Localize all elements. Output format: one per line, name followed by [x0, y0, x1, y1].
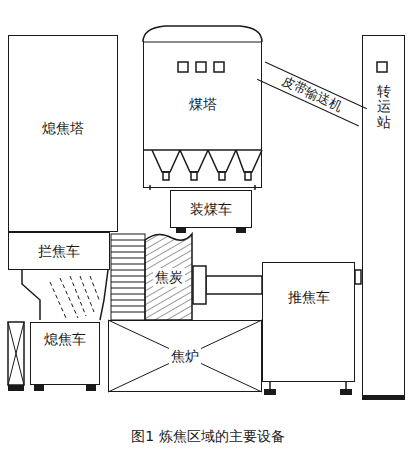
node-label: 煤塔 [189, 96, 217, 113]
node-label: 推焦车 [288, 289, 330, 306]
node-label: 焦炉 [169, 347, 201, 366]
node-label: 装煤车 [190, 201, 232, 218]
transfer-station: 转运站 [362, 35, 405, 396]
tower-roof [143, 26, 262, 42]
coal-tower: 煤塔 [143, 42, 262, 188]
node-label: 熄焦塔 [42, 120, 84, 137]
node-label: 拦焦车 [38, 243, 80, 260]
quench-tower: 熄焦塔 [8, 35, 118, 232]
coke-zone: 焦炭 [145, 235, 192, 320]
quench-car: 熄焦车 [30, 322, 100, 385]
node-label: 焦炭 [153, 268, 185, 287]
pusher-car: 推焦车 [262, 262, 355, 382]
belt-conveyor: 皮带输送机 [257, 62, 367, 127]
figure-caption: 图1 炼焦区域的主要设备 [0, 428, 416, 446]
coke-oven: 焦炉 [108, 320, 262, 392]
node-label: 熄焦车 [44, 331, 86, 348]
node-label: 转运站 [377, 84, 391, 130]
charging-car: 装煤车 [170, 190, 252, 228]
coke-mass [145, 234, 192, 320]
coke-guide-car: 拦焦车 [8, 232, 110, 270]
node-label: 皮带输送机 [279, 73, 345, 114]
